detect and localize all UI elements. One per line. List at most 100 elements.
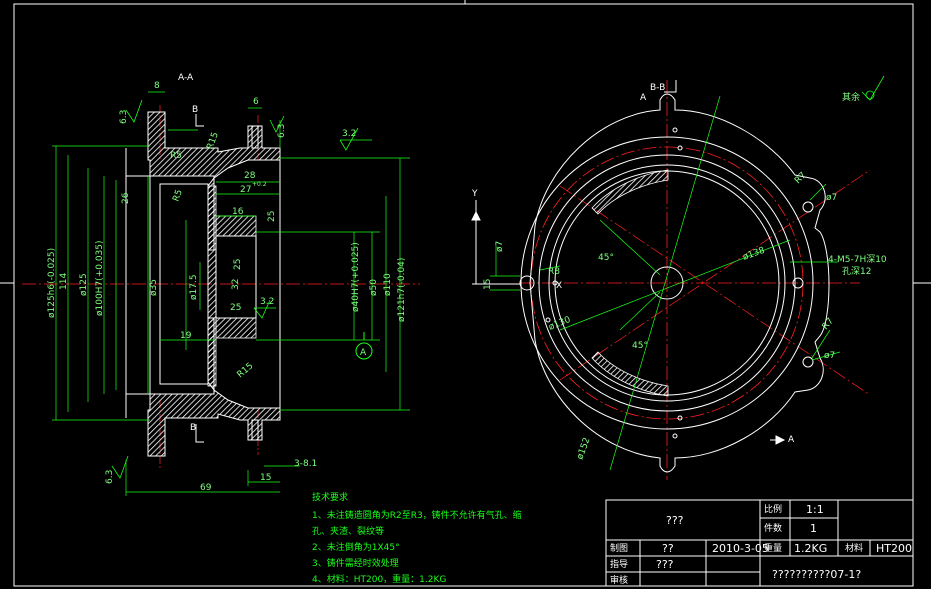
dim-152: ø152 <box>575 436 592 461</box>
weight-value: 1.2KG <box>794 542 827 555</box>
part-hub-top <box>215 215 257 237</box>
lug-hole-1 <box>802 201 814 213</box>
dim-8: 8 <box>154 81 160 91</box>
section-mark-a-bottom: A <box>788 435 795 445</box>
hole-depth-callout: 孔深12 <box>842 266 871 277</box>
dim-25-c: 25 <box>230 303 241 313</box>
part-hub-bottom <box>215 317 257 339</box>
slot-bottom <box>591 351 669 397</box>
section-view-aa: A-A B B 8 6 6.3 6.3 6.3 3.2 3.2 R5 R15 R… <box>22 73 420 496</box>
roughness-3-2-b: 3.2 <box>260 297 274 307</box>
thread-hole-left <box>519 275 535 291</box>
dim-r8: R8 <box>548 267 560 277</box>
roughness-6-3-c: 6.3 <box>105 470 115 484</box>
material-label: 材料 <box>845 542 863 554</box>
dim-r15-bottom: R15 <box>236 361 256 380</box>
dim-100h7: ø100H7(+0.035) <box>95 240 105 316</box>
dim-15: 15 <box>260 473 271 483</box>
guide-label: 指导 <box>610 558 628 570</box>
ratio-label: 比例 <box>764 503 782 515</box>
thread-hole-right <box>792 277 804 289</box>
review-label: 审核 <box>610 574 628 586</box>
ratio-value: 1:1 <box>806 503 824 516</box>
qty-label: 件数 <box>764 522 782 534</box>
dim-19: 19 <box>180 331 192 341</box>
dim-28: 28 <box>244 171 256 181</box>
drawn-name: ?? <box>662 542 674 555</box>
dim-40h7: ø40H7(+0.025) <box>351 242 361 312</box>
dim-25-a: 25 <box>267 211 277 222</box>
dim-32: 32 <box>231 279 241 290</box>
roughness-3-2-a: 3.2 <box>342 129 356 139</box>
section-mark-a-left: A <box>640 93 647 103</box>
roughness-6-3-a: 6.3 <box>119 110 129 124</box>
angle-45-a: 45° <box>598 253 614 263</box>
axis-x-label: X <box>556 281 562 291</box>
dim-27: 27 <box>240 185 251 195</box>
front-view: B-B A A Y X 其余 ø138 ø130 ø152 45° 45° R8… <box>471 75 887 480</box>
bolt-hole-top <box>251 125 259 149</box>
inner-bore <box>125 175 151 395</box>
circle-inner-1 <box>548 164 786 402</box>
dim-35: ø35 <box>149 279 159 296</box>
circle-outer <box>520 136 814 430</box>
dim-27-tol: +0.2 <box>252 181 267 188</box>
dim-110: ø110 <box>383 273 393 296</box>
dim-50: ø50 <box>369 279 379 296</box>
section-mark-b-mid: B <box>190 423 196 433</box>
inner-recess <box>159 183 209 385</box>
bolt-hole-bottom <box>251 419 259 441</box>
section-label-bb: B-B <box>650 83 665 93</box>
dim-121h7: ø121h7(-0.04) <box>397 258 407 322</box>
drawn-date: 2010-3-05 <box>712 542 769 555</box>
dim-16: 16 <box>232 207 244 217</box>
circle-hub <box>650 266 684 300</box>
dim-114: 114 <box>59 273 69 290</box>
bore-outline <box>215 235 257 319</box>
thread-callout: 4-M5-7H深10 <box>828 254 887 265</box>
dim-138: ø138 <box>742 246 767 263</box>
outer-contour <box>529 93 830 473</box>
dim-130: ø130 <box>547 315 572 333</box>
datum-a-label: A <box>360 348 367 358</box>
drawn-label: 制图 <box>610 542 628 554</box>
centerline-diag-2 <box>559 185 871 396</box>
qty-value: 1 <box>810 522 817 535</box>
notes-title: 技术要求 <box>312 491 348 503</box>
guide-name: ??? <box>656 558 674 571</box>
dim-15-right: 15 <box>483 279 493 290</box>
weight-label: 重量 <box>764 542 782 554</box>
section-mark-b-top: B <box>192 105 198 115</box>
dim-6: 6 <box>253 97 259 107</box>
note-4: 4、材料：HT200，重量：1.2KG <box>312 573 446 585</box>
centerline-diag-1 <box>559 169 871 381</box>
lug-hole-2 <box>802 356 814 368</box>
dim-r15-top: R15 <box>205 131 220 151</box>
roughness-6-3-b: 6.3 <box>277 124 287 138</box>
note-1: 1、未注铸造圆角为R2至R3，铸件不允许有气孔、缩 <box>312 509 522 521</box>
dim-r7-a: R7 <box>793 171 809 187</box>
note-1-cont: 孔、夹渣、裂纹等 <box>312 525 384 537</box>
section-label-aa: A-A <box>178 73 194 83</box>
note-2: 2、未注倒角为1X45° <box>312 541 400 553</box>
dim-7-left: ø7 <box>495 241 505 252</box>
dim-125: ø125 <box>79 273 89 296</box>
title-block <box>605 499 914 587</box>
slot-top <box>591 169 669 215</box>
dim-r5: R5 <box>170 151 182 161</box>
drawing-code: ??????????07-1? <box>772 568 861 581</box>
dim-r5-b: R5 <box>171 188 184 203</box>
drawing-frame <box>13 3 914 587</box>
note-3: 3、铸件需经时效处理 <box>312 557 399 569</box>
technical-notes: 技术要求 1、未注铸造圆角为R2至R3，铸件不允许有气孔、缩 孔、夹渣、裂纹等 … <box>312 491 522 585</box>
dim-26: 26 <box>121 192 131 204</box>
circle-130 <box>538 154 796 412</box>
dim-7-b: ø7 <box>824 351 835 361</box>
dim-3-8-1: 3-8.1 <box>294 459 317 469</box>
part-web <box>207 185 217 387</box>
drawing-name: ??? <box>666 514 684 527</box>
dim-17-5: ø17.5 <box>189 274 199 300</box>
material-value: HT200 <box>876 542 912 555</box>
axis-y-label: Y <box>471 189 478 199</box>
